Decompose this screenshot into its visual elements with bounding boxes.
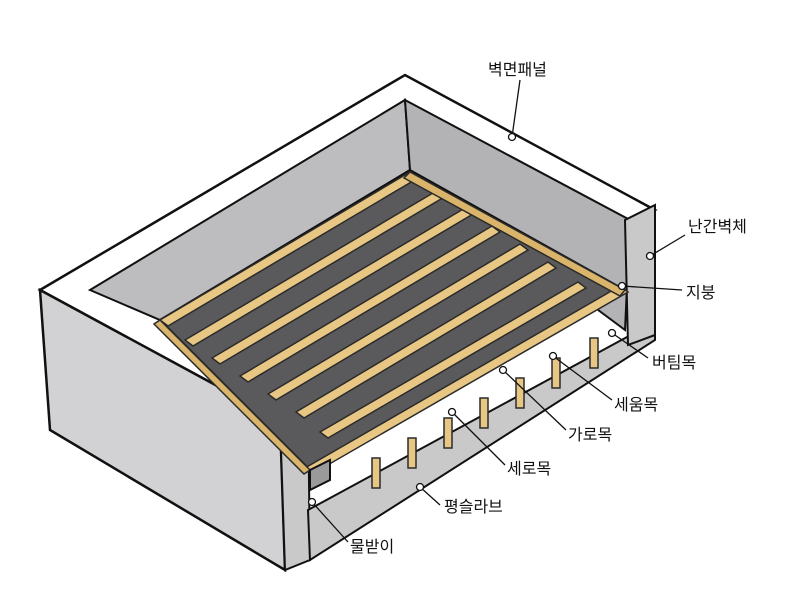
vertical-props bbox=[371, 337, 599, 489]
label-prop: 버팀목 bbox=[652, 353, 696, 372]
label-vertical-batten: 세로목 bbox=[507, 459, 551, 478]
label-parapet: 난간벽체 bbox=[688, 217, 747, 236]
label-flat-slab: 평슬라브 bbox=[444, 497, 503, 516]
cross-members bbox=[152, 171, 627, 475]
label-vertical-member: 세움목 bbox=[614, 395, 658, 414]
timber-grid bbox=[158, 171, 630, 475]
parapet-section-right bbox=[623, 203, 656, 347]
label-roof: 지붕 bbox=[686, 283, 715, 302]
drip-gutter bbox=[309, 458, 331, 492]
leader-dots bbox=[307, 132, 655, 507]
label-drip: 물받이 bbox=[350, 537, 394, 556]
label-wall-panel: 벽면패널 bbox=[488, 60, 547, 79]
label-horizontal-member: 가로목 bbox=[568, 425, 612, 444]
slab-section bbox=[306, 328, 656, 562]
